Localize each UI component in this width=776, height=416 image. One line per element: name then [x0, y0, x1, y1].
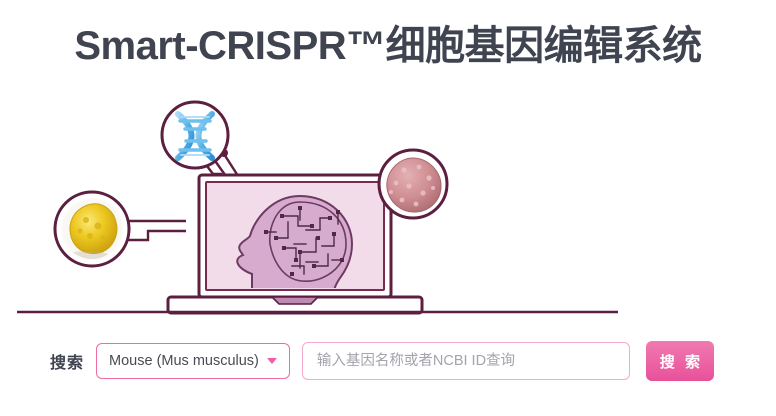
search-button[interactable]: 搜 索	[645, 341, 714, 381]
yellow-cell-circle	[53, 190, 131, 268]
circuit-nodes	[264, 206, 344, 276]
hero-illustration-svg	[17, 100, 618, 315]
circuit-brain-head	[236, 194, 354, 288]
search-bar: 搜索 Mouse (Mus musculus) 搜 索	[0, 336, 776, 386]
pink-cell-circle	[377, 148, 449, 220]
dna-helix-circle	[160, 100, 230, 170]
species-select[interactable]: Mouse (Mus musculus)	[96, 343, 290, 379]
search-label: 搜索	[50, 355, 85, 372]
connector-lines-left	[122, 219, 186, 242]
chevron-down-icon	[266, 358, 277, 364]
cell-bumps	[389, 164, 435, 207]
page-title: Smart-CRISPR™细胞基因编辑系统	[74, 24, 702, 68]
laptop	[166, 173, 424, 315]
laptop-touchpad-notch	[270, 296, 320, 305]
gene-search-input[interactable]	[301, 342, 630, 380]
dna-helix-icon	[175, 111, 215, 161]
hero-illustration	[0, 88, 776, 316]
species-select-value: Mouse (Mus musculus)	[109, 353, 259, 369]
